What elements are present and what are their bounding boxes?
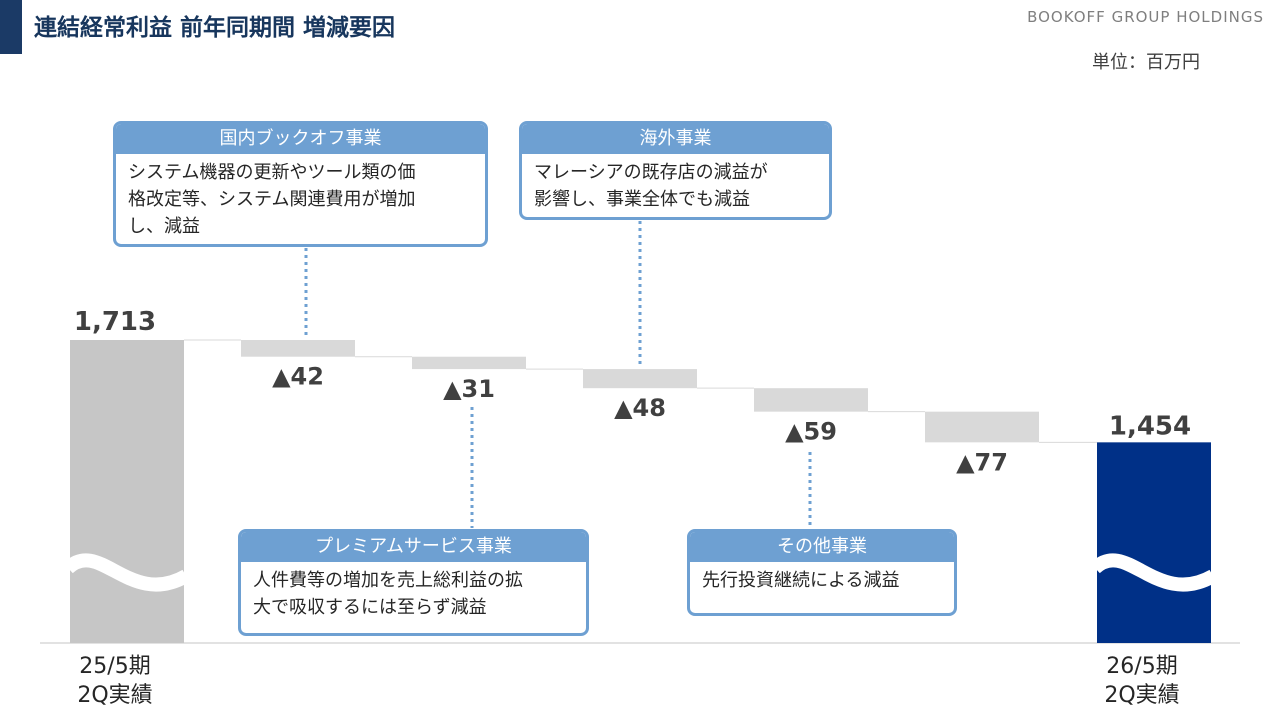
callout-line: 大で吸収するには至らず減益 [253, 597, 487, 618]
title-accent-bar [0, 0, 22, 54]
x-tick-label-end: 2Q実績 [1104, 683, 1179, 708]
axis-break-end [1090, 553, 1217, 592]
callout-body: システム機器の更新やツール類の価 格改定等、システム関連費用が増加 し、減益 [116, 154, 485, 244]
bar-start-total [70, 340, 184, 643]
data-label-start-total: 1,713 [74, 307, 156, 337]
callout-line: システム機器の更新やツール類の価 [128, 162, 416, 183]
page-title: 連結経常利益 前年同期間 増減要因 [34, 15, 396, 41]
callout-body: マレーシアの既存店の減益が 影響し、事業全体でも減益 [522, 154, 829, 217]
callout-line: し、減益 [128, 216, 200, 237]
callout-line: 先行投資継続による減益 [702, 570, 900, 591]
callout-title: 海外事業 [522, 124, 829, 154]
x-tick-label-start: 25/5期 [79, 654, 150, 679]
callout-premium-service: プレミアムサービス事業 人件費等の増加を売上総利益の拡 大で吸収するには至らず減… [238, 529, 589, 636]
bar-change [925, 411, 1039, 443]
callout-body: 先行投資継続による減益 [690, 562, 954, 598]
callout-overseas: 海外事業 マレーシアの既存店の減益が 影響し、事業全体でも減益 [519, 121, 832, 220]
callout-title: 国内ブックオフ事業 [116, 124, 485, 154]
callout-line: 影響し、事業全体でも減益 [534, 189, 750, 210]
callout-domestic-bookoff: 国内ブックオフ事業 システム機器の更新やツール類の価 格改定等、システム関連費用… [113, 121, 488, 247]
data-label-change: ▲42 [272, 363, 324, 391]
data-label-change: ▲77 [956, 448, 1008, 476]
bar-change [241, 340, 355, 357]
callout-other-business: その他事業 先行投資継続による減益 [687, 529, 957, 616]
callout-line: 人件費等の増加を売上総利益の拡 [253, 570, 523, 591]
bar-end-total [1097, 442, 1211, 643]
callout-title: プレミアムサービス事業 [241, 532, 586, 562]
bar-change [754, 388, 868, 412]
callout-body: 人件費等の増加を売上総利益の拡 大で吸収するには至らず減益 [241, 562, 586, 625]
data-label-change: ▲59 [785, 418, 837, 446]
company-logo-text: BOOKOFF GROUP HOLDINGS [1027, 8, 1264, 26]
data-label-end-total: 1,454 [1109, 411, 1191, 441]
data-label-change: ▲31 [443, 375, 495, 403]
x-tick-label-end: 26/5期 [1106, 654, 1177, 679]
unit-label: 単位：百万円 [1092, 52, 1200, 73]
callout-line: 格改定等、システム関連費用が増加 [128, 189, 416, 210]
callout-title: その他事業 [690, 532, 954, 562]
bar-change [412, 356, 526, 370]
axis-break-start [63, 553, 190, 592]
callout-line: マレーシアの既存店の減益が [534, 162, 768, 183]
bar-change [583, 369, 697, 389]
x-tick-label-start: 2Q実績 [77, 683, 152, 708]
data-label-change: ▲48 [614, 394, 666, 422]
